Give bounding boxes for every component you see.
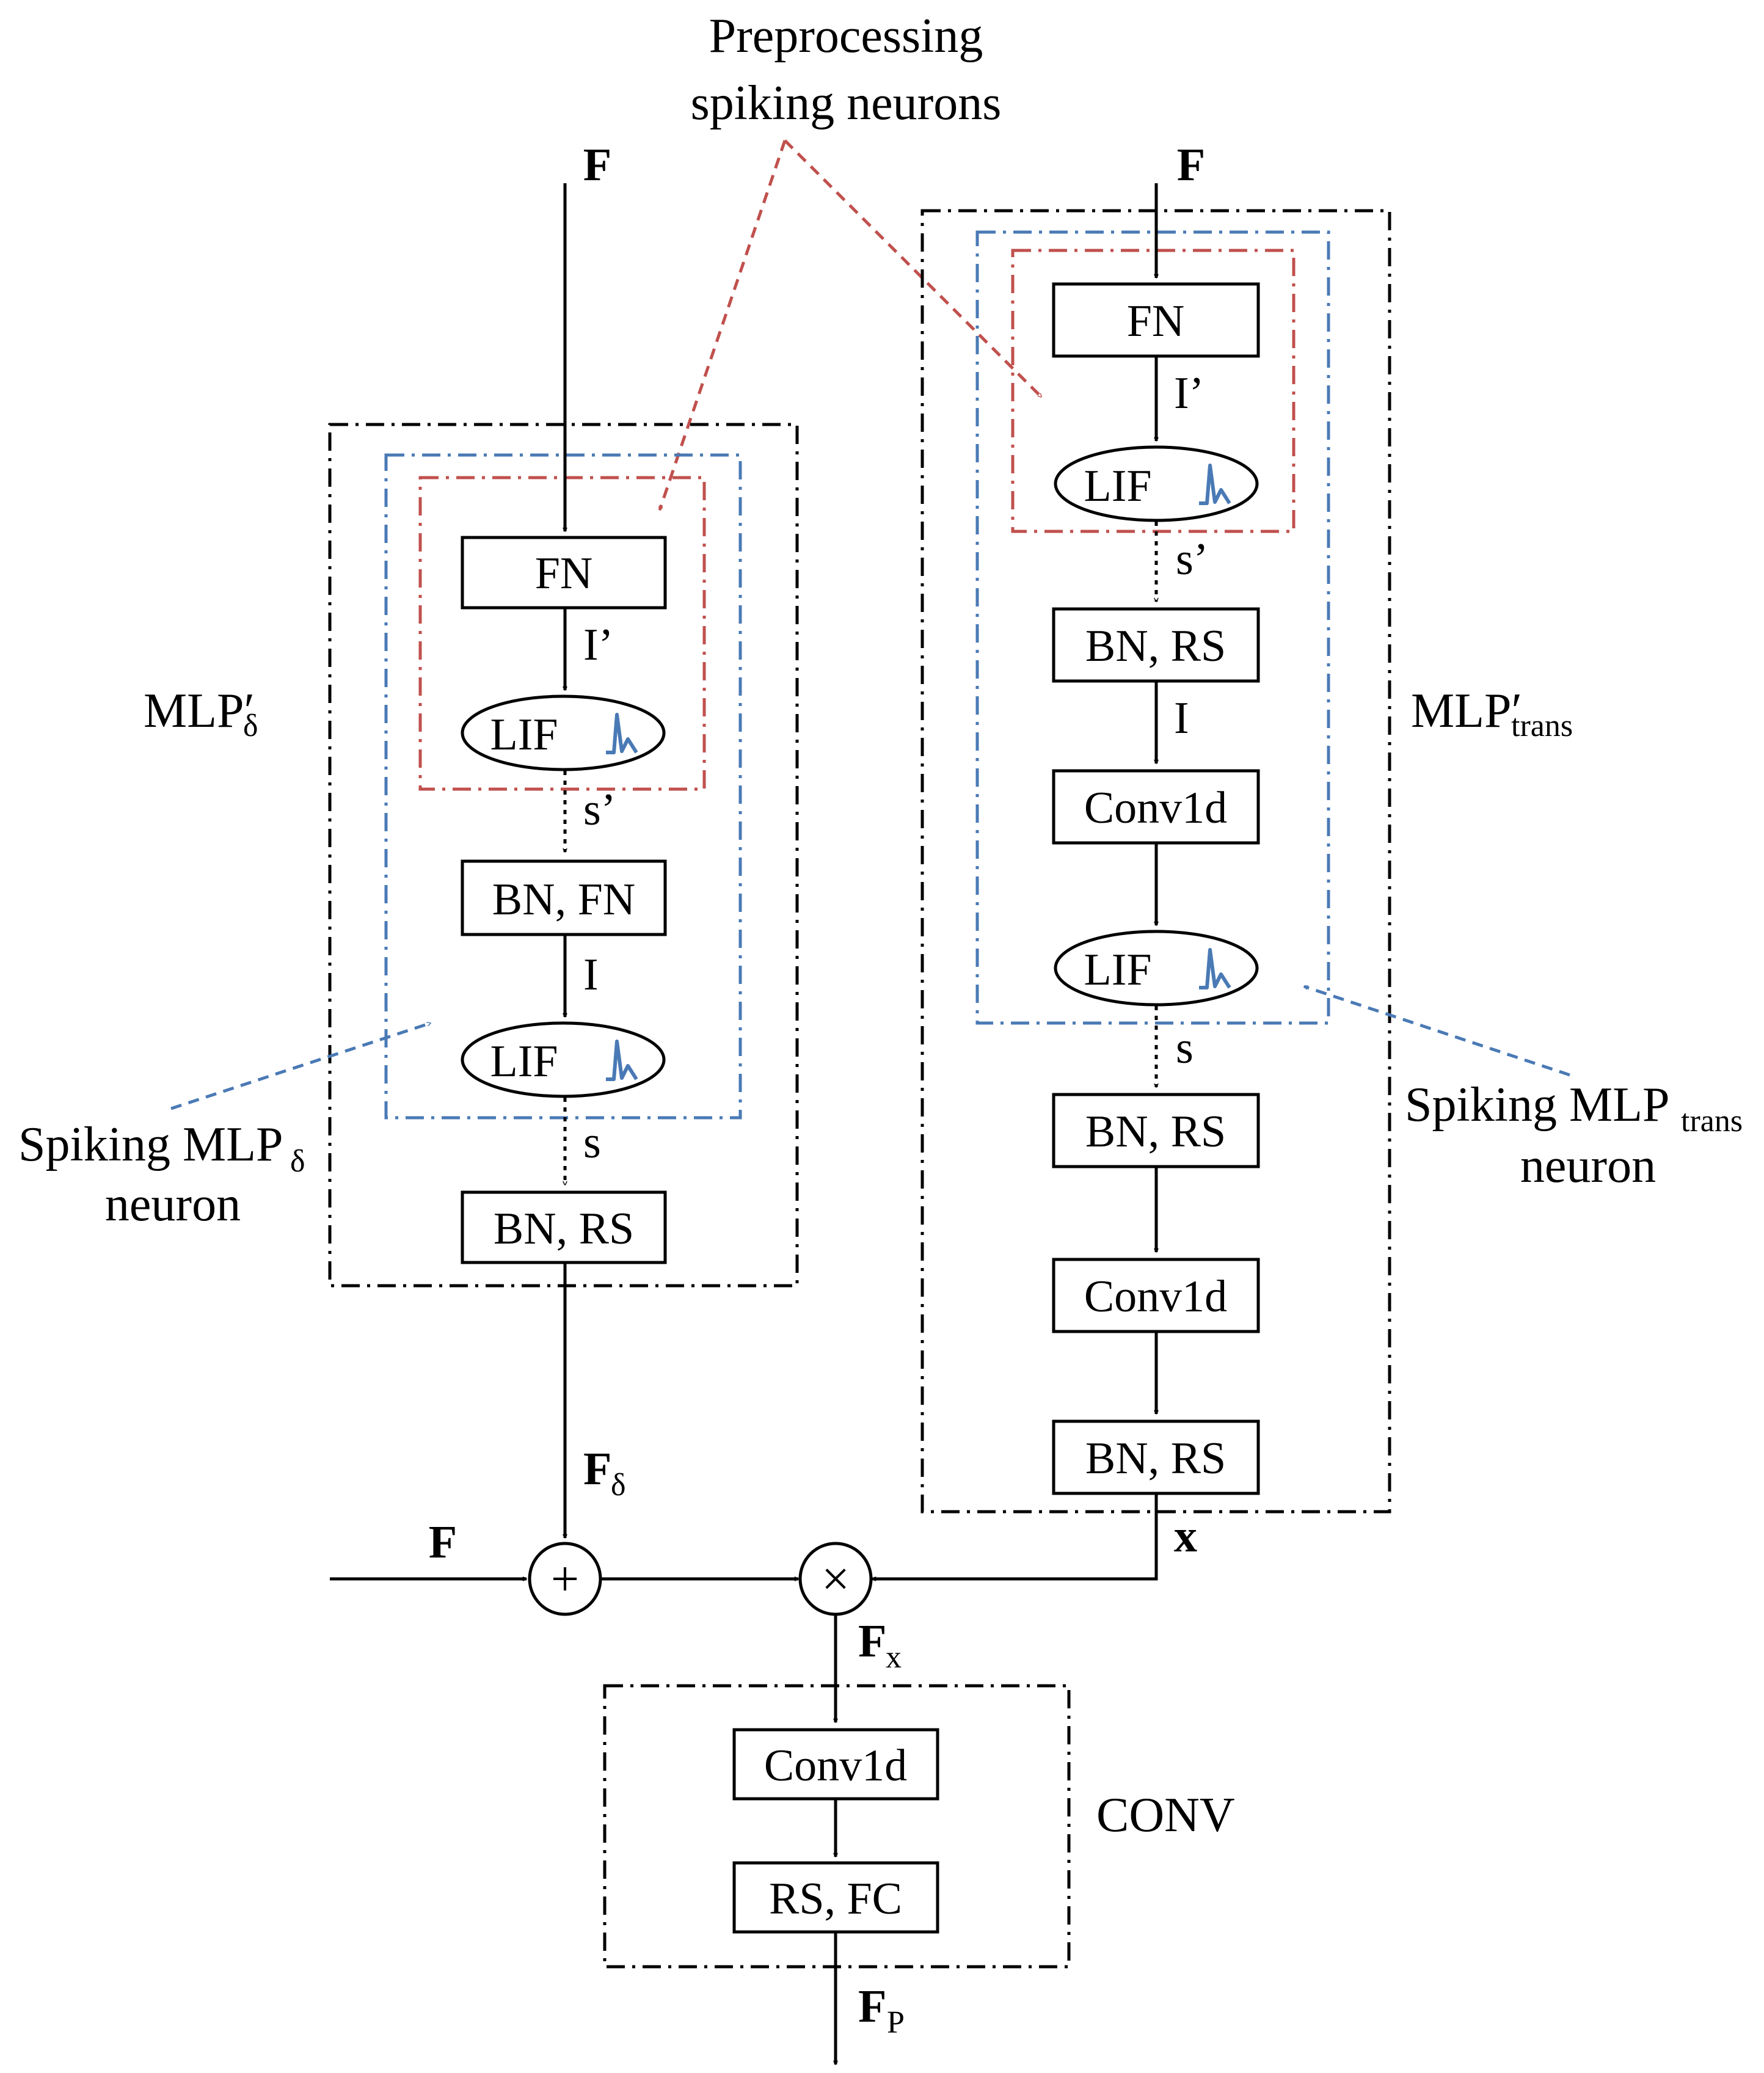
- left-i-prime: I’: [583, 620, 613, 670]
- spike-icon: [606, 1040, 638, 1081]
- right-s-prime: s’: [1176, 534, 1208, 585]
- mlp-trans-label: MLP′ trans: [1411, 684, 1573, 743]
- f-delta-label: F δ: [583, 1443, 626, 1503]
- right-conv2-node: [1052, 1258, 1260, 1333]
- right-conv2-label: Conv1d: [1084, 1272, 1227, 1322]
- right-lif2-label: LIF: [1084, 945, 1152, 995]
- preprocessing-delta-box: [418, 476, 706, 791]
- preprocessing-label-line1: Preprocessing: [709, 9, 983, 63]
- left-bn-rs-label: BN, RS: [494, 1204, 634, 1254]
- left-s: s: [583, 1118, 601, 1168]
- svg-text:F: F: [583, 1443, 611, 1495]
- svg-text:δ: δ: [290, 1144, 305, 1179]
- left-bn-fn-node: [461, 859, 667, 936]
- right-conv1-label: Conv1d: [1084, 783, 1227, 833]
- right-i-prime: I’: [1174, 368, 1204, 418]
- preprocessing-arrow-left: [658, 140, 787, 510]
- right-bn-rs2-node: [1052, 1093, 1260, 1168]
- fp-label: F P: [858, 1981, 905, 2040]
- svg-text:δ: δ: [243, 709, 258, 743]
- spiking-mlp-delta-arrow: [170, 1021, 431, 1110]
- svg-text:Spiking MLP: Spiking MLP: [1405, 1078, 1669, 1132]
- svg-text:neuron: neuron: [1520, 1139, 1656, 1193]
- spike-icon: [606, 713, 638, 754]
- conv-rs-fc-label: RS, FC: [769, 1874, 902, 1924]
- left-bn-fn-label: BN, FN: [492, 875, 635, 925]
- right-output-x: x: [1174, 1510, 1197, 1562]
- left-s-prime: s’: [583, 785, 616, 835]
- svg-text:δ: δ: [611, 1468, 626, 1503]
- preprocessing-arrow-right: [784, 139, 1043, 398]
- svg-text:x: x: [886, 1640, 902, 1675]
- svg-text:MLP′: MLP′: [1411, 684, 1522, 738]
- left-input-f: F: [583, 139, 611, 191]
- svg-text:F: F: [858, 1981, 886, 2032]
- svg-text:F: F: [858, 1616, 886, 1667]
- svg-text:P: P: [887, 2005, 905, 2040]
- left-bn-rs-node: [461, 1190, 667, 1264]
- left-lif1-label: LIF: [490, 710, 558, 760]
- svg-text:trans: trans: [1511, 709, 1573, 743]
- preprocessing-trans-box: [1011, 249, 1296, 533]
- preprocessing-label-line2: spiking neurons: [691, 76, 1002, 130]
- left-i: I: [583, 950, 599, 1000]
- spike-icon: [1199, 464, 1231, 505]
- times-symbol: ×: [822, 1551, 850, 1606]
- conv-conv1d-label: Conv1d: [764, 1741, 907, 1791]
- spiking-mlp-trans-annotation: Spiking MLP trans neuron: [1405, 1078, 1743, 1193]
- fx-label: F x: [858, 1616, 902, 1675]
- right-bn-rs2-label: BN, RS: [1085, 1107, 1226, 1157]
- spiking-mlp-delta-box: [384, 453, 742, 1120]
- right-edge-to-times: [872, 1493, 1158, 1579]
- conv-conv1d-node: [732, 1728, 939, 1801]
- right-bn-rs1-label: BN, RS: [1085, 621, 1226, 671]
- spiking-mlp-trans-arrow: [1304, 985, 1570, 1077]
- left-fn-label: FN: [535, 548, 593, 599]
- conv-rs-fc-node: [732, 1861, 939, 1934]
- svg-text:Spiking MLP: Spiking MLP: [18, 1118, 283, 1171]
- conv-group-label: CONV: [1096, 1788, 1235, 1842]
- spiking-mlp-trans-box: [975, 230, 1330, 1025]
- svg-text:trans: trans: [1681, 1104, 1743, 1139]
- spiking-mlp-delta-annotation: Spiking MLP δ neuron: [18, 1118, 305, 1231]
- right-i: I: [1174, 693, 1189, 743]
- plus-symbol: +: [551, 1551, 579, 1606]
- right-input-f: F: [1177, 139, 1205, 191]
- left-fn-node: [461, 536, 667, 610]
- right-lif1-label: LIF: [1084, 461, 1152, 511]
- right-s: s: [1176, 1023, 1194, 1073]
- spike-icon: [1199, 948, 1231, 989]
- svg-text:MLP′: MLP′: [144, 684, 255, 738]
- mlp-delta-label: MLP′ δ: [144, 684, 258, 743]
- right-bn-rs3-label: BN, RS: [1085, 1434, 1226, 1484]
- right-fn-label: FN: [1127, 296, 1185, 346]
- right-conv1-node: [1052, 769, 1260, 845]
- left-lif2-label: LIF: [490, 1036, 558, 1087]
- merge-f-input: F: [429, 1517, 457, 1568]
- svg-text:neuron: neuron: [105, 1178, 241, 1231]
